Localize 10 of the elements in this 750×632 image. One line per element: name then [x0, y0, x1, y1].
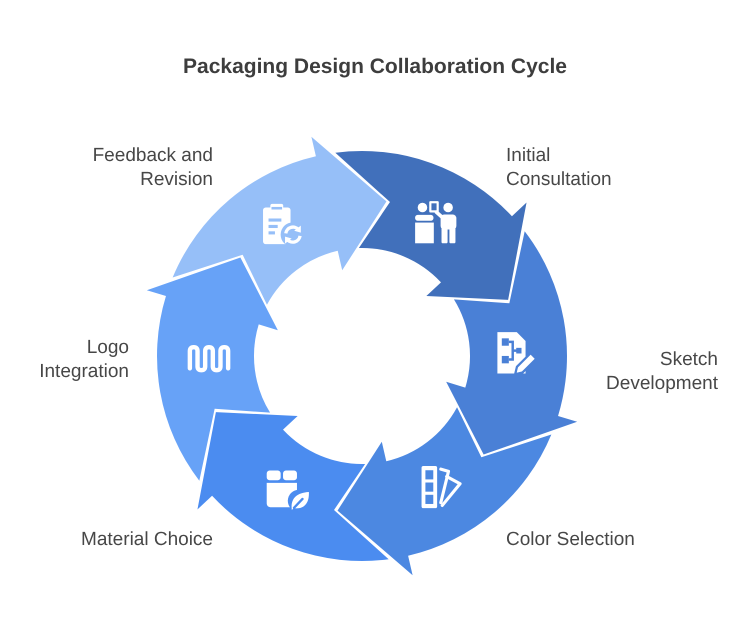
- diagram-title: Packaging Design Collaboration Cycle: [183, 55, 567, 78]
- arrow-segment: [338, 407, 552, 576]
- step-label: Material Choice: [81, 529, 213, 550]
- step-label: Logo Integration: [39, 337, 129, 382]
- arrow-segment: [446, 231, 578, 454]
- arrow-segment: [146, 258, 278, 481]
- step-label: Color Selection: [506, 529, 635, 550]
- step-label: Sketch Development: [606, 349, 718, 394]
- step-label: Feedback and Revision: [92, 145, 213, 190]
- step-label: Initial Consultation: [506, 145, 612, 190]
